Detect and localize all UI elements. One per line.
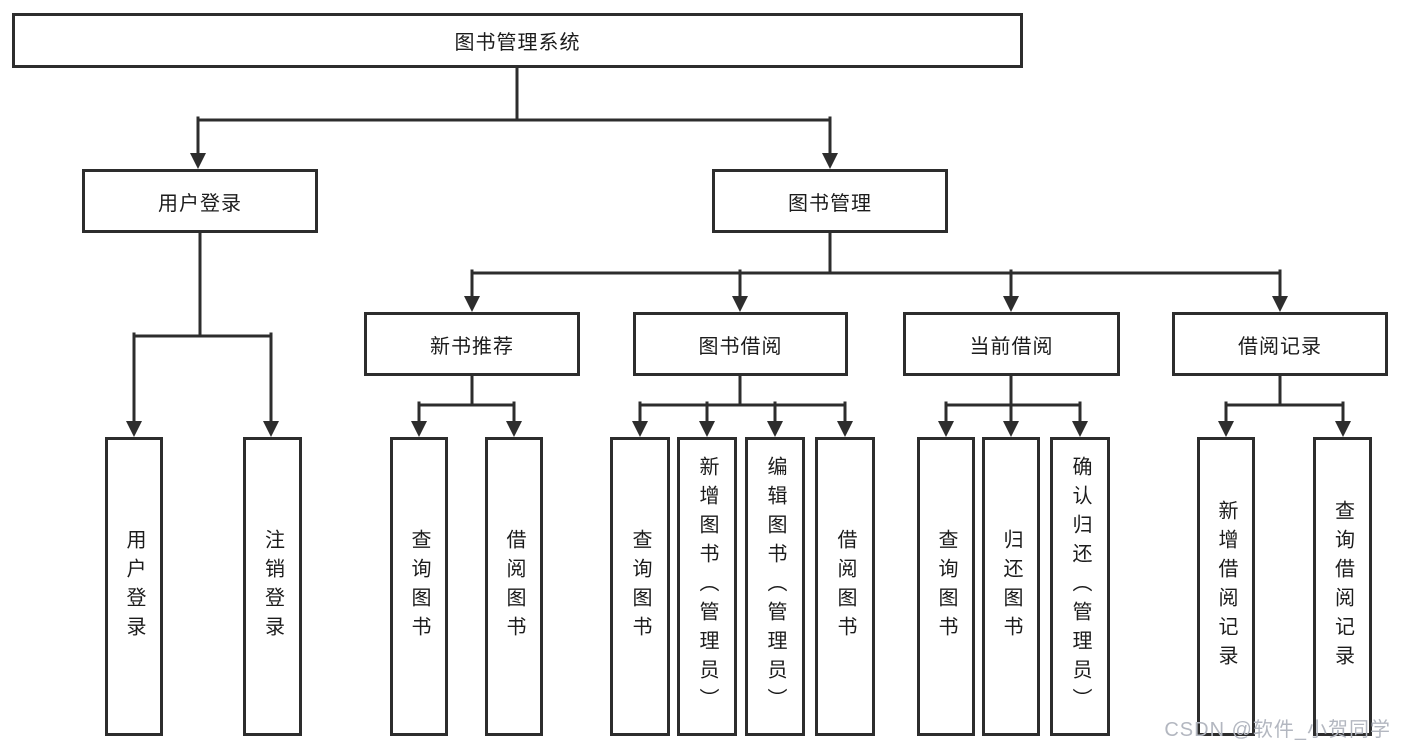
leaf-nb-query-books: 查询图书 (390, 437, 448, 736)
node-book-borrow: 图书借阅 (633, 312, 848, 376)
node-user-login: 用户登录 (82, 169, 318, 233)
leaf-br-query-borrow-record-label: 查询借阅记录 (1331, 499, 1354, 674)
leaf-br-add-borrow-record-label: 新增借阅记录 (1215, 499, 1237, 674)
node-current-borrow: 当前借阅 (903, 312, 1120, 376)
leaf-br-query-borrow-record: 查询借阅记录 (1313, 437, 1372, 736)
leaf-logout-login: 注销登录 (243, 437, 302, 736)
leaf-cb-return-books-label: 归还图书 (1000, 528, 1022, 645)
leaf-bb-edit-books-admin-label: 编辑图书（管理员） (764, 456, 786, 717)
leaf-bb-add-books-admin-label: 新增图书（管理员） (696, 456, 718, 717)
leaf-cb-query-books-label: 查询图书 (935, 528, 957, 645)
leaf-bb-query-books-label: 查询图书 (629, 528, 651, 645)
leaf-nb-query-books-label: 查询图书 (408, 528, 430, 645)
node-root-system: 图书管理系统 (12, 13, 1023, 68)
leaf-br-add-borrow-record: 新增借阅记录 (1197, 437, 1255, 736)
node-borrow-records: 借阅记录 (1172, 312, 1388, 376)
leaf-bb-edit-books-admin: 编辑图书（管理员） (745, 437, 805, 736)
node-book-management: 图书管理 (712, 169, 948, 233)
leaf-cb-return-books: 归还图书 (982, 437, 1040, 736)
leaf-bb-borrow-books: 借阅图书 (815, 437, 875, 736)
leaf-nb-borrow-books: 借阅图书 (485, 437, 543, 736)
arrowheads (126, 153, 1351, 437)
leaf-logout-login-label: 注销登录 (261, 528, 284, 645)
leaf-user-login-label: 用户登录 (123, 528, 145, 645)
leaf-cb-confirm-return-admin-label: 确认归还（管理员） (1069, 456, 1091, 717)
connector-paths (132, 66, 1345, 426)
leaf-nb-borrow-books-label: 借阅图书 (503, 528, 525, 645)
leaf-bb-query-books: 查询图书 (610, 437, 670, 736)
leaf-bb-add-books-admin: 新增图书（管理员） (677, 437, 737, 736)
leaf-cb-query-books: 查询图书 (917, 437, 975, 736)
leaf-user-login: 用户登录 (105, 437, 163, 736)
leaf-bb-borrow-books-label: 借阅图书 (834, 528, 856, 645)
leaf-cb-confirm-return-admin: 确认归还（管理员） (1050, 437, 1110, 736)
node-new-book-recommend: 新书推荐 (364, 312, 580, 376)
